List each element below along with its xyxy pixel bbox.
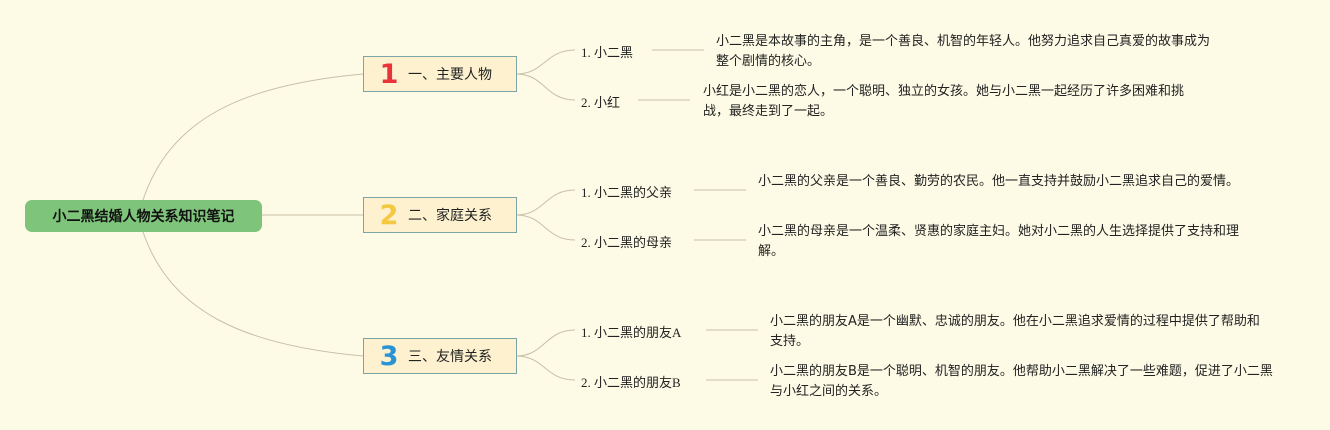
connector-b1-s1 — [515, 49, 576, 75]
sub-node-mother[interactable]: 2. 小二黑的母亲 — [581, 232, 672, 251]
branch-node-family[interactable]: 2 二、家庭关系 — [363, 197, 517, 233]
note-mother: 小二黑的母亲是一个温柔、贤惠的家庭主妇。她对小二黑的人生选择提供了支持和理解。 — [758, 224, 1240, 259]
branch-label: 一、主要人物 — [408, 67, 492, 83]
sub-node-label: 2. 小二黑的母亲 — [581, 235, 673, 250]
connector-root-branch-1 — [142, 73, 364, 201]
sub-node-friend-a[interactable]: 1. 小二黑的朋友A — [581, 322, 681, 341]
note-friend-a: 小二黑的朋友A是一个幽默、忠诚的朋友。他在小二黑追求爱情的过程中提供了帮助和支持… — [770, 314, 1260, 349]
connector-b2-s1 — [515, 189, 576, 216]
number-3-icon: 3 — [379, 340, 399, 372]
note-xiaoerhei: 小二黑是本故事的主角，是一个善良、机智的年轻人。他努力追求自己真爱的故事成为整个… — [716, 34, 1211, 69]
branch-node-friendship[interactable]: 3 三、友情关系 — [363, 338, 517, 374]
note-xiaohong: 小红是小二黑的恋人，一个聪明、独立的女孩。她与小二黑一起经历了许多困难和挑战，最… — [703, 84, 1185, 119]
sub-node-friend-b[interactable]: 2. 小二黑的朋友B — [581, 372, 681, 391]
connector-root-branch-3 — [142, 231, 364, 357]
branch-label: 二、家庭关系 — [408, 208, 492, 224]
sub-node-label: 2. 小二黑的朋友B — [581, 375, 681, 390]
connector-b3-s1 — [515, 329, 576, 357]
root-title: 小二黑结婚人物关系知识笔记 — [52, 209, 235, 225]
branch-node-main-characters[interactable]: 1 一、主要人物 — [363, 56, 517, 92]
note-father: 小二黑的父亲是一个善良、勤劳的农民。他一直支持并鼓励小二黑追求自己的爱情。 — [758, 174, 1240, 189]
number-2-icon: 2 — [379, 199, 399, 231]
sub-node-father[interactable]: 1. 小二黑的父亲 — [581, 182, 672, 201]
connector-b2-s2 — [515, 214, 576, 241]
sub-node-xiaoerhei[interactable]: 1. 小二黑 — [581, 42, 633, 61]
root-node[interactable]: 小二黑结婚人物关系知识笔记 — [25, 200, 262, 232]
number-1-icon: 1 — [379, 58, 399, 90]
sub-node-label: 1. 小二黑 — [581, 45, 634, 60]
sub-node-label: 1. 小二黑的父亲 — [581, 185, 673, 200]
note-friend-b: 小二黑的朋友B是一个聪明、机智的朋友。他帮助小二黑解决了一些难题，促进了小二黑与… — [770, 364, 1273, 399]
sub-node-xiaohong[interactable]: 2. 小红 — [581, 92, 620, 111]
branch-label: 三、友情关系 — [408, 349, 492, 365]
connector-b3-s2 — [515, 355, 576, 381]
sub-node-label: 2. 小红 — [581, 95, 621, 110]
connector-b1-s2 — [515, 73, 576, 101]
sub-node-label: 1. 小二黑的朋友A — [581, 325, 682, 340]
